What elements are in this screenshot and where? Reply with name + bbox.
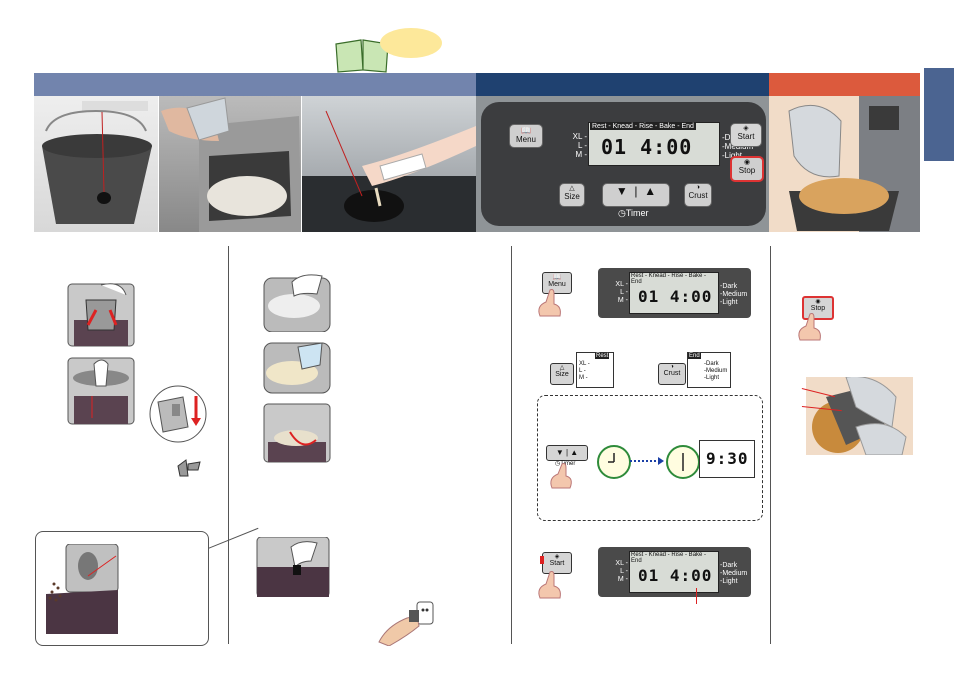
crust-button[interactable]: ◑Crust bbox=[684, 183, 712, 207]
finger-icon bbox=[798, 313, 821, 341]
illustration-insert-pan bbox=[263, 403, 331, 463]
size-indicator: Rest XL -L -M - bbox=[576, 352, 614, 388]
note-pointer bbox=[208, 527, 259, 549]
clock-icon-end bbox=[666, 445, 700, 479]
separator-2 bbox=[511, 246, 512, 644]
separator-1 bbox=[228, 246, 229, 644]
yellow-bubble bbox=[380, 28, 442, 58]
start-button-small[interactable]: ◈Start bbox=[542, 552, 572, 574]
photo-yeast-dispenser bbox=[302, 96, 476, 232]
illustration-dispenser bbox=[256, 537, 330, 597]
section-band-2 bbox=[476, 73, 769, 96]
size-button-small[interactable]: △Size bbox=[550, 363, 574, 385]
size-button[interactable]: △Size bbox=[559, 183, 585, 207]
photo-bread-pan bbox=[34, 96, 158, 232]
timer-label: ◷Timer bbox=[618, 208, 649, 218]
start-indicator-light bbox=[540, 556, 544, 564]
timer-buttons-small[interactable]: ▼ | ▲ bbox=[546, 445, 588, 461]
stop-button-small[interactable]: ◉Stop bbox=[802, 296, 834, 320]
kneading-blade-icon bbox=[177, 459, 201, 477]
photo-bread-removal bbox=[769, 96, 920, 232]
book-icon bbox=[335, 39, 389, 73]
illustration-remove-pan bbox=[67, 283, 135, 347]
illustration-plug bbox=[378, 601, 434, 646]
photo-control-panel: 📖 Menu Rest - Knead - Rise - Bake - End … bbox=[476, 96, 769, 232]
arrow-icon bbox=[630, 457, 664, 465]
side-tab bbox=[924, 68, 954, 161]
finger-icon bbox=[550, 463, 572, 489]
clock-icon-start bbox=[597, 445, 631, 479]
timer-label-small: ◷Timer bbox=[555, 461, 576, 467]
section-band-3 bbox=[769, 73, 920, 96]
menu-button[interactable]: 📖 Menu bbox=[509, 124, 543, 148]
display-pointer bbox=[696, 588, 697, 604]
menu-button-small[interactable]: 📖Menu bbox=[542, 272, 572, 294]
illustration-lid-crumbs bbox=[46, 544, 119, 634]
finger-icon bbox=[538, 289, 561, 317]
section-band-1 bbox=[34, 73, 476, 96]
illustration-kneading-blade bbox=[67, 357, 135, 425]
finger-icon bbox=[538, 571, 561, 599]
photo-pouring-flour bbox=[159, 96, 301, 232]
timer-setting-box bbox=[537, 395, 763, 521]
display-step-start: Rest - Knead - Rise - Bake - End 01 4:00… bbox=[598, 547, 751, 597]
timer-buttons[interactable]: ▼ | ▲ bbox=[602, 183, 670, 207]
crust-indicator: End -Dark-Medium-Light bbox=[687, 352, 731, 388]
illustration-blade-detail bbox=[149, 385, 207, 443]
separator-3 bbox=[770, 246, 771, 644]
display-lcd: Rest - Knead - Rise - Bake - End XL -L -… bbox=[573, 122, 720, 166]
stop-button[interactable]: ◉Stop bbox=[730, 156, 764, 182]
illustration-add-flour bbox=[263, 274, 331, 332]
start-button[interactable]: ◈Start bbox=[730, 123, 762, 147]
display-step-menu: Rest - Knead - Rise - Bake - End 01 4:00… bbox=[598, 268, 751, 318]
timer-display: 9:30 bbox=[699, 440, 755, 478]
photo-bread-shaking bbox=[806, 377, 913, 455]
illustration-add-liquid bbox=[263, 342, 331, 394]
crust-button-small[interactable]: ◑Crust bbox=[658, 363, 686, 385]
